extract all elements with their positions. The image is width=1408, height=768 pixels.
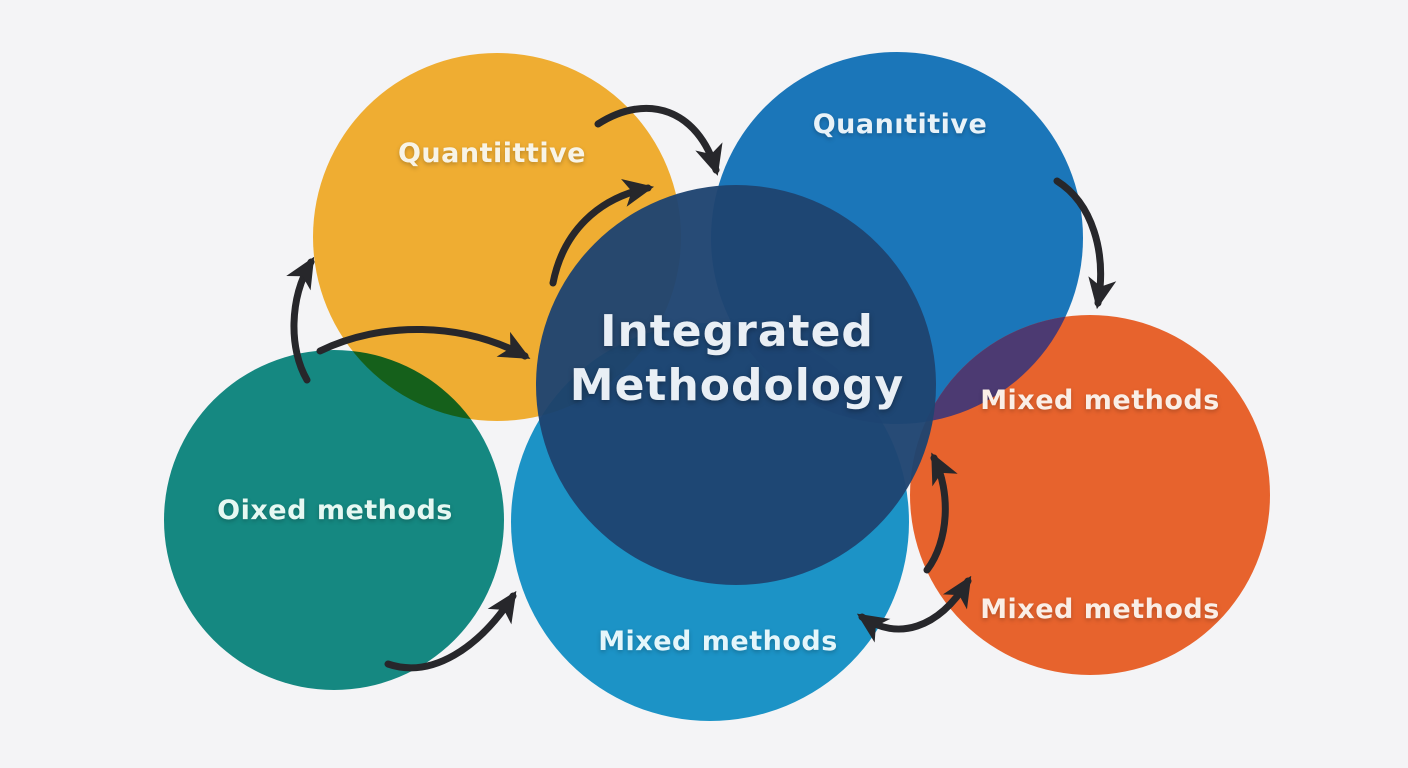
arrow-teal-to-yellow <box>286 256 315 384</box>
label-integrated-line2: Methodology <box>570 360 904 411</box>
arrow-lightblue-to-orange <box>923 452 958 574</box>
venn-circle-mixed-teal <box>164 350 504 690</box>
venn-circle-mixed-orange <box>910 315 1270 675</box>
label-quantitative-yellow: Quantiittive <box>398 138 586 169</box>
flow-arrows <box>286 104 1117 672</box>
label-quantitative-blue: Quanıtitive <box>813 109 988 140</box>
arrow-yellow-to-blue <box>594 104 723 176</box>
label-mixed-orange-upper: Mixed methods <box>980 385 1220 416</box>
label-mixed-teal: Oixed methods <box>217 495 453 526</box>
arrow-yellow-to-center <box>549 178 655 287</box>
label-mixed-lightblue: Mixed methods <box>598 626 838 657</box>
arrow-teal-to-lightblue <box>384 590 517 672</box>
label-mixed-orange-lower: Mixed methods <box>980 594 1220 625</box>
arrow-orange-lightblue-cycle <box>856 575 972 643</box>
label-integrated-line1: Integrated <box>600 306 874 357</box>
arrow-teal-to-center <box>316 325 531 360</box>
venn-circle-integrated-center <box>536 185 936 585</box>
arrow-blue-to-orange <box>1053 177 1117 310</box>
